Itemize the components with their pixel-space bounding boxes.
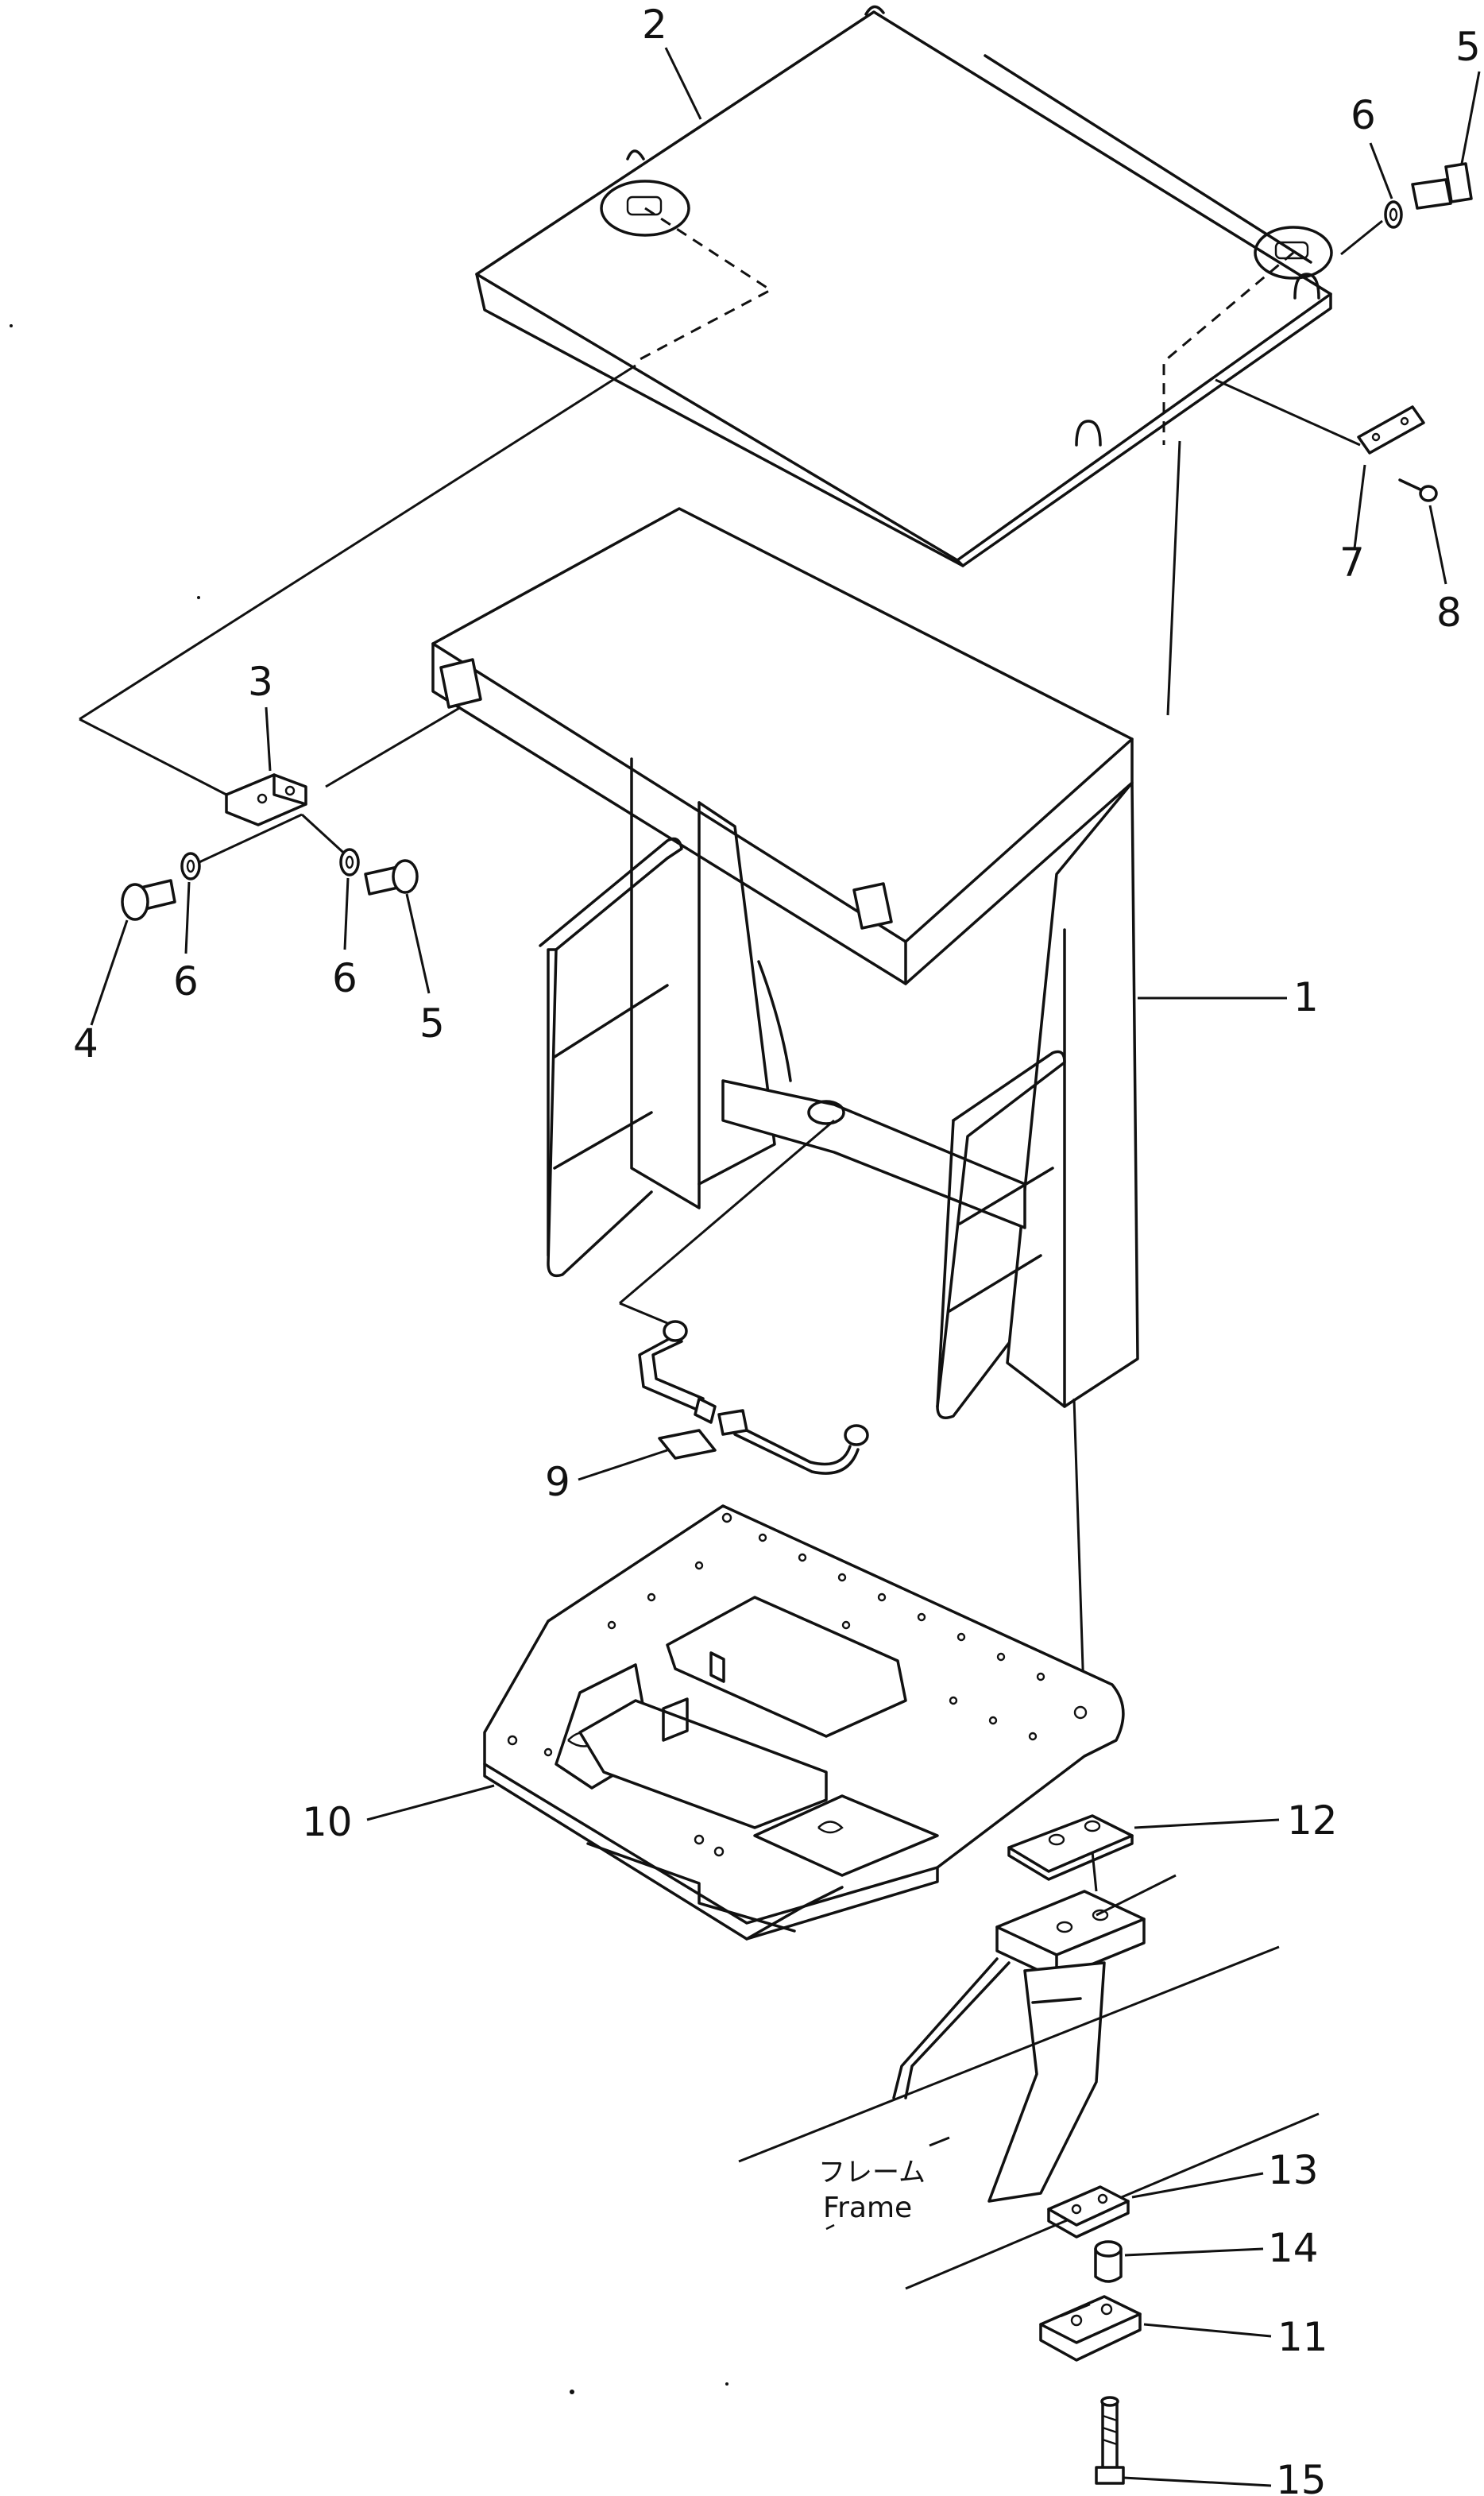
leader-14 xyxy=(1124,2247,1264,2257)
leader-6-upper xyxy=(1369,142,1393,199)
callout-10: 10 xyxy=(302,1799,353,1845)
callout-5-left: 5 xyxy=(419,1000,445,1047)
leader-4 xyxy=(90,919,129,1026)
harness-part-9 xyxy=(638,1320,869,1475)
roof-cover-part-2 xyxy=(475,5,1333,567)
plate-part-13 xyxy=(1047,2185,1130,2239)
bracket-part-3 xyxy=(225,773,307,826)
leader-7-assembly xyxy=(1215,378,1361,447)
callout-6-mid: 6 xyxy=(332,955,357,1001)
callout-4: 4 xyxy=(73,1020,99,1066)
callout-11: 11 xyxy=(1277,2314,1328,2360)
leader-13 xyxy=(1131,2172,1264,2199)
leader-bracket-axis xyxy=(1096,1874,1177,1917)
leader-roof-to-frame xyxy=(1166,440,1181,716)
scan-speck xyxy=(725,2382,728,2386)
plate-part-7 xyxy=(1357,405,1425,455)
leader-9-assembly-a xyxy=(619,1119,835,1305)
frame-label-japanese: フレーム xyxy=(818,2157,926,2188)
scan-speck xyxy=(10,324,13,327)
callout-5-upper: 5 xyxy=(1455,24,1481,70)
callout-7: 7 xyxy=(1339,540,1365,586)
frame-reference-line-upper xyxy=(738,1945,1280,2163)
floor-plate-part-10 xyxy=(483,1504,1125,1941)
leader-9-assembly-b xyxy=(619,1302,668,1325)
callout-12: 12 xyxy=(1287,1798,1338,1844)
leader-6-left xyxy=(184,881,191,954)
scan-speck xyxy=(570,2390,574,2394)
bolt-part-15 xyxy=(1095,2396,1125,2485)
leader-3 xyxy=(265,706,272,772)
leader-5-left xyxy=(405,893,431,994)
callout-13: 13 xyxy=(1268,2147,1319,2193)
callout-3: 3 xyxy=(248,659,273,705)
block-part-11 xyxy=(1039,2295,1142,2362)
callout-6-left: 6 xyxy=(173,958,199,1004)
frame-reference-tick xyxy=(929,2136,950,2147)
frame-label-tick xyxy=(825,2223,835,2231)
leader-left-bolt-axis xyxy=(190,813,303,868)
callout-1: 1 xyxy=(1293,974,1319,1020)
leader-9 xyxy=(578,1449,668,1481)
rops-frame-part-1 xyxy=(431,507,1139,1419)
bolt-part-5-upper xyxy=(1411,162,1473,210)
leader-bracket-left xyxy=(79,718,227,796)
frame-mount-bracket xyxy=(892,1890,1146,2203)
callout-2: 2 xyxy=(642,2,667,48)
leader-2 xyxy=(664,47,702,120)
callout-14: 14 xyxy=(1268,2225,1319,2271)
floor-plate-holes xyxy=(507,1512,1088,1857)
leader-roof-bolt-axis xyxy=(1340,219,1383,256)
leader-7 xyxy=(1353,464,1366,549)
washer-part-6-mid xyxy=(339,848,360,877)
bolt-part-8 xyxy=(1398,478,1438,502)
callout-9: 9 xyxy=(545,1459,570,1505)
leader-6-mid xyxy=(343,877,350,950)
collar-part-14 xyxy=(1094,2240,1123,2283)
washer-part-6-left xyxy=(180,852,201,880)
plate-part-12 xyxy=(1007,1814,1134,1881)
bolt-part-5-left xyxy=(364,859,419,896)
leader-bracket-to-frame xyxy=(325,706,462,788)
scan-speck xyxy=(197,596,200,599)
callout-6-upper: 6 xyxy=(1351,92,1376,138)
washer-part-6-upper xyxy=(1384,200,1403,229)
bolt-part-4 xyxy=(121,879,176,921)
leader-roof-left-edge xyxy=(79,364,636,721)
frame-label-english: Frame xyxy=(823,2192,912,2224)
leader-15 xyxy=(1123,2476,1272,2487)
leader-10 xyxy=(366,1784,495,1821)
callout-8: 8 xyxy=(1436,590,1462,636)
leader-8 xyxy=(1428,505,1447,585)
leader-frame-to-floor xyxy=(1072,1398,1086,1717)
leader-12 xyxy=(1134,1818,1280,1829)
leader-right-bolt-axis xyxy=(300,813,351,860)
leader-11 xyxy=(1143,2323,1272,2338)
leader-5-upper xyxy=(1460,71,1481,164)
callout-15: 15 xyxy=(1276,2457,1327,2496)
